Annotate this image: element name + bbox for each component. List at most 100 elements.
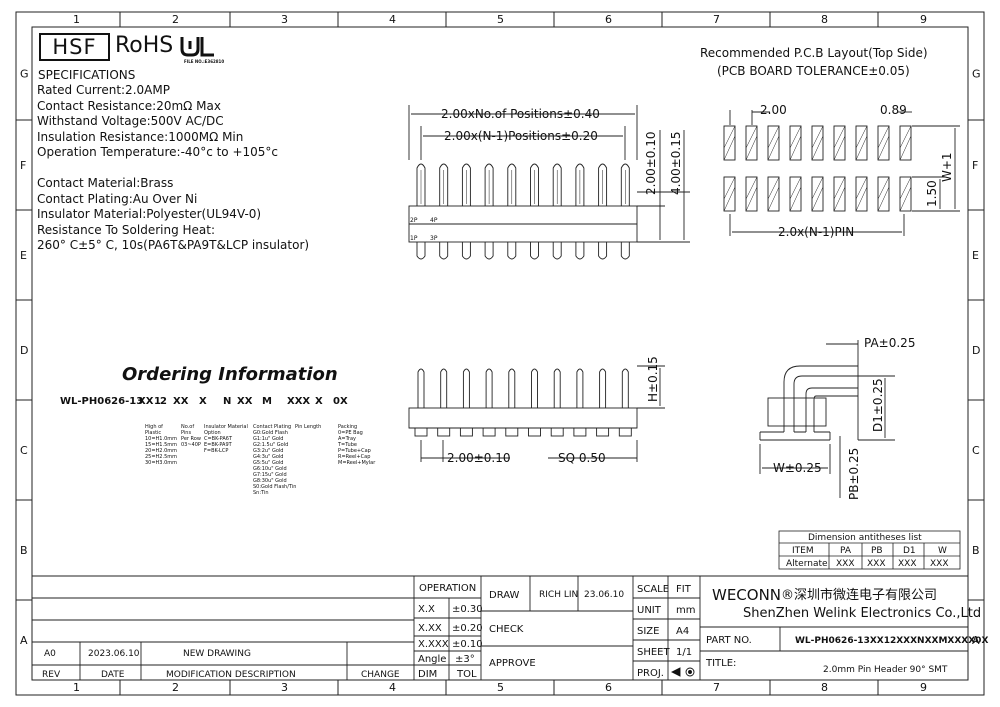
pcb-layout-view (723, 110, 960, 236)
row-label-D-right: D (972, 344, 980, 357)
top-pin (552, 163, 562, 206)
top-pin-tail (575, 242, 585, 260)
front-pin (485, 368, 493, 408)
top-pin-tail (530, 242, 539, 260)
pcb-pad-hatch (723, 186, 736, 212)
top-pin (530, 163, 539, 206)
row-label-E-left: E (20, 249, 27, 262)
projection-symbol-icon (670, 667, 695, 677)
column-label-8-top: 8 (821, 13, 828, 26)
legend-line: G1:1u" Gold (253, 436, 284, 442)
top-pin (484, 163, 494, 206)
pcb-pad (811, 176, 824, 212)
legend-line: C=BK-PA6T (204, 436, 233, 442)
column-label-6-bottom: 6 (605, 681, 612, 694)
tb-tol-xxxx-value: ±0.10 (452, 639, 483, 650)
tb-title-label: TITLE: (705, 658, 736, 669)
tb-approve: APPROVE (489, 658, 536, 669)
legend-line: 25=H2.5mm (145, 454, 178, 460)
column-label-4-top: 4 (389, 13, 396, 26)
front-pin (417, 368, 425, 408)
spec-line: Rated Current:2.0AMP (37, 83, 170, 97)
pcb-pad (789, 176, 802, 212)
front-pin-foot (618, 427, 632, 437)
pcb-pad-hatch (877, 176, 890, 200)
pcb-pad-hatch (899, 176, 912, 200)
row-label-D-left: D (20, 344, 28, 357)
title-block-grid (32, 575, 968, 680)
legend-line: 03~40P (181, 442, 201, 448)
pcb-pad-hatch (811, 135, 824, 161)
pcb-pad-hatch (745, 186, 758, 212)
pcb-pad-hatch (745, 176, 758, 200)
dim-pad-span: 2.0x(N-1)PIN (778, 225, 854, 239)
ordering-title: Ordering Information (122, 364, 338, 385)
rohs-logo: RoHS (115, 33, 174, 58)
legend-line: Per Row (181, 436, 201, 442)
legend-line: 30=H3.0mm (145, 460, 178, 466)
front-pin-foot (528, 427, 541, 437)
legend-line: Pin Length (295, 424, 322, 430)
spec-line: Contact Material:Brass (37, 176, 174, 190)
top-pin-tail (552, 242, 562, 260)
top-view (408, 105, 690, 260)
tb-sheet-label: SHEET (637, 647, 671, 658)
column-label-4-bottom: 4 (389, 681, 396, 694)
pcb-pad-hatch (833, 125, 846, 149)
ordering-code: 0X (333, 396, 348, 407)
legend-line: Insulator Material (204, 424, 248, 430)
legend-line: High of (145, 424, 163, 430)
pcb-pad (767, 176, 780, 212)
dim-pin-span: 2.00x(N-1)Positions±0.20 (444, 129, 598, 143)
top-pin (507, 163, 517, 206)
ordering-code: XX (173, 396, 189, 407)
pcb-pad-hatch (745, 125, 758, 149)
tb-sheet-value: 1/1 (676, 647, 692, 658)
column-label-2-bottom: 2 (172, 681, 179, 694)
pcb-pad-hatch (723, 135, 736, 161)
pcb-pad-hatch (811, 186, 824, 212)
front-pin (621, 368, 629, 408)
front-pin-foot (437, 427, 451, 437)
rev-header-modification: MODIFICATION DESCRIPTION (166, 670, 296, 680)
dim-pad-length: 1.50 (925, 180, 939, 207)
spec-line: 260° C±5° C, 10s(PA6T&PA9T&LCP insulator… (37, 238, 310, 252)
pcb-pad-hatch (789, 186, 802, 212)
top-pin (461, 163, 471, 206)
dim-square-pin: SQ 0.50 (558, 451, 606, 465)
row-label-F-left: F (20, 159, 26, 172)
dimension-table-title: Dimension antitheses list (808, 533, 922, 543)
dim-pad-pitch: 2.00 (760, 103, 787, 117)
rev-description: NEW DRAWING (183, 649, 251, 659)
pcb-pad-hatch (811, 125, 824, 149)
front-pin-foot (459, 427, 473, 437)
ordering-code: 2 (160, 396, 167, 407)
dim-w: W±0.25 (773, 461, 822, 475)
hsf-logo: HSF (39, 33, 110, 61)
legend-line: R=Reel+Cap (338, 454, 371, 460)
tb-proj-label: PROJ. (637, 668, 664, 679)
legend-line: G4:3u" Gold (253, 454, 284, 460)
tb-size-value: A4 (676, 626, 689, 637)
front-pin-foot (482, 427, 496, 437)
pcb-pad (855, 176, 868, 212)
pcb-pad (811, 125, 824, 161)
dim-front-pitch: 2.00±0.10 (447, 451, 511, 465)
pcb-pad (833, 176, 846, 212)
row-label-E-right: E (972, 249, 979, 262)
side-view (759, 340, 895, 498)
tb-part-no-label: PART NO. (706, 635, 752, 646)
pcb-pad (899, 125, 912, 161)
pcb-pad-hatch (745, 135, 758, 161)
pcb-pad-hatch (855, 135, 868, 161)
legend-line: G6:10u" Gold (253, 466, 287, 472)
pcb-pad-hatch (855, 176, 868, 200)
pcb-pad-hatch (855, 186, 868, 212)
legend-line: 20=H2.0mm (145, 448, 178, 454)
dim-table-cell-pb: XXX (867, 559, 886, 569)
